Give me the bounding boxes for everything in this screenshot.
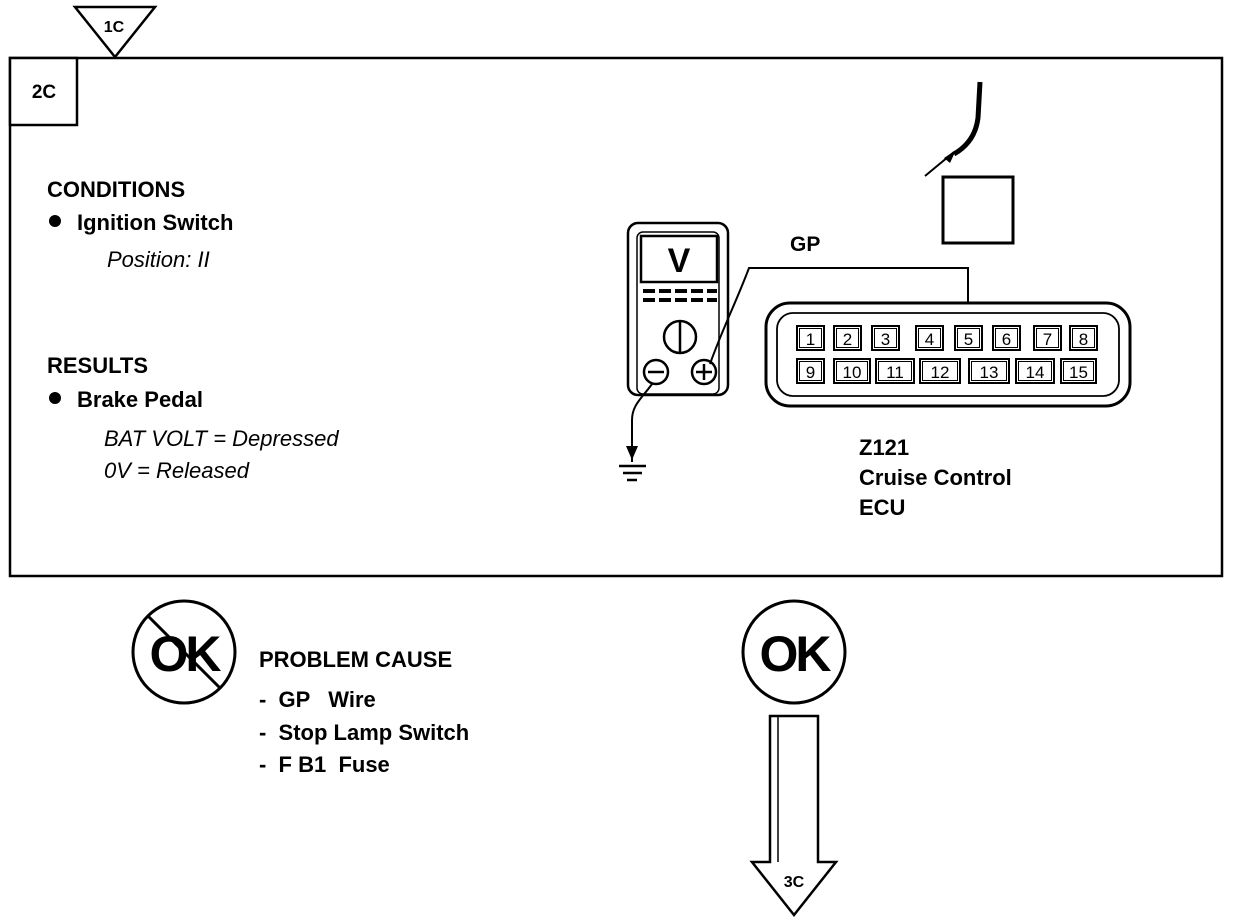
pin-number: 5 — [964, 330, 973, 349]
connector-pin: 8 — [1069, 325, 1098, 351]
gp-wire-label: GP — [790, 233, 820, 256]
meter-display — [639, 234, 719, 284]
connector-pin: 6 — [992, 325, 1021, 351]
bullet-icon — [49, 392, 61, 404]
connector-pin: 15 — [1060, 358, 1097, 384]
step-in-marker: 1C — [72, 5, 158, 60]
connector-pin: 10 — [833, 358, 871, 384]
problem-cause-3: - F B1 Fuse — [259, 752, 390, 777]
pin-number: 12 — [931, 363, 950, 382]
connector-pin: 4 — [915, 325, 944, 351]
test-frame — [8, 56, 1224, 578]
pin-number: 6 — [1002, 330, 1011, 349]
meter-display-value: V — [668, 242, 691, 280]
pin-number: 9 — [806, 363, 815, 382]
problem-cause-1: - GP Wire — [259, 687, 376, 712]
conditions-detail: Position: II — [107, 247, 210, 272]
connector-pin: 7 — [1033, 325, 1062, 351]
step-in-label: 1C — [104, 19, 125, 36]
negative-terminal-icon — [642, 358, 670, 386]
conditions-heading: CONDITIONS — [47, 177, 185, 202]
results-heading: RESULTS — [47, 353, 148, 378]
pin-number: 4 — [925, 330, 934, 349]
problem-cause-2: - Stop Lamp Switch — [259, 720, 469, 745]
results-item: Brake Pedal — [77, 387, 203, 412]
connector-pin: 5 — [954, 325, 983, 351]
meter-segment-bars — [643, 289, 717, 302]
connector-pin: 13 — [968, 358, 1010, 384]
pin-number: 3 — [881, 330, 890, 349]
results-line-2: 0V = Released — [104, 458, 250, 483]
ecu-code: Z121 — [859, 435, 909, 460]
pin-number: 8 — [1079, 330, 1088, 349]
switch-connector-icon — [924, 81, 1015, 245]
pin-number: 7 — [1043, 330, 1052, 349]
pin-number: 13 — [980, 363, 999, 382]
connector-pin: 14 — [1015, 358, 1055, 384]
pin-number: 2 — [843, 330, 852, 349]
pin-number: 11 — [886, 363, 904, 382]
connector-pin: 1 — [796, 325, 825, 351]
meter-dial-icon — [662, 319, 698, 355]
pin-number: 15 — [1069, 363, 1088, 382]
connector-pin: 2 — [833, 325, 862, 351]
pin-number: 1 — [806, 330, 815, 349]
conditions-item: Ignition Switch — [77, 210, 233, 235]
results-line-1: BAT VOLT = Depressed — [104, 426, 339, 451]
not-ok-icon: OK — [131, 599, 237, 705]
connector-pin: 11 — [875, 358, 915, 384]
ecu-name-line-2: ECU — [859, 495, 905, 520]
bullet-icon — [49, 215, 61, 227]
step-current-label: 2C — [32, 82, 57, 103]
ground-icon — [619, 464, 646, 482]
connector-pin: 9 — [796, 358, 825, 384]
connector-pin: 3 — [871, 325, 900, 351]
ground-lead — [626, 383, 653, 462]
step-out-label: 3C — [784, 874, 805, 891]
pin-number: 14 — [1026, 363, 1045, 382]
ecu-name-line-1: Cruise Control — [859, 465, 1012, 490]
pin-number: 10 — [843, 363, 862, 382]
multimeter: V — [626, 221, 730, 397]
positive-terminal-icon — [690, 358, 718, 386]
ok-icon: OK — [741, 599, 847, 705]
problem-heading: PROBLEM CAUSE — [259, 647, 452, 672]
next-step-arrow: 3C — [749, 714, 839, 918]
ok-label: OK — [760, 626, 832, 682]
step-current-box: 2C — [8, 56, 79, 127]
connector-pin: 12 — [919, 358, 961, 384]
